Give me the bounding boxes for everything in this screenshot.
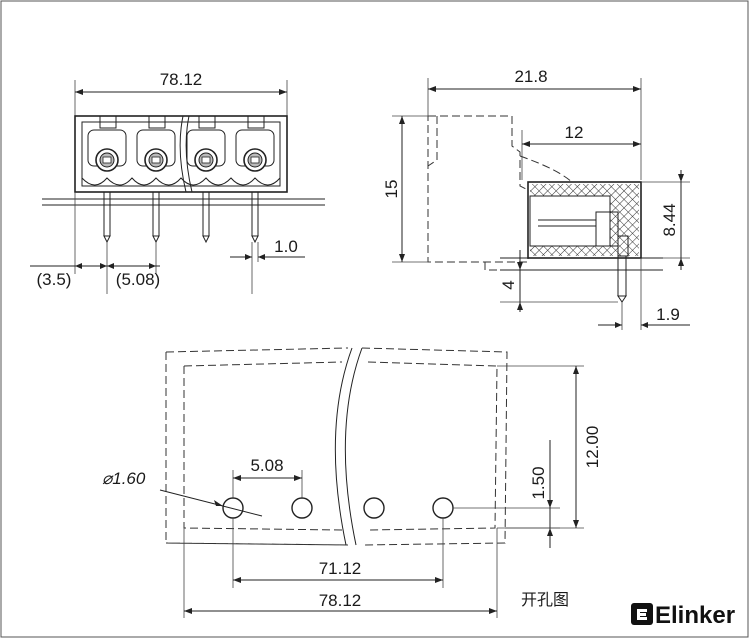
hole-3	[363, 497, 385, 519]
hole-edge-offset: 1.50	[529, 466, 548, 499]
hole-pattern-caption: 开孔图	[521, 590, 569, 609]
front-pin-pitch: (5.08)	[116, 270, 160, 289]
hole-span: 71.12	[319, 559, 362, 578]
side-depth: 21.8	[514, 67, 547, 86]
brand-name: Elinker	[655, 602, 735, 629]
brand-logo: Elinker	[631, 602, 735, 629]
front-view: 78.12	[30, 70, 325, 294]
front-pin-offset: (3.5)	[37, 270, 72, 289]
hole-1	[222, 497, 244, 519]
side-pin-offset: 1.9	[656, 305, 680, 324]
side-height: 15	[382, 180, 401, 199]
hole-pitch: 5.08	[250, 456, 283, 475]
front-overall-width: 78.12	[160, 70, 203, 89]
hole-pattern: ⌀1.60 5.08 1.50 12.00 71.12	[102, 347, 602, 618]
screw-3	[194, 148, 218, 172]
board-depth: 12.00	[583, 426, 602, 469]
screw-4	[243, 148, 267, 172]
side-view: 21.8 12	[382, 67, 690, 330]
side-opening-height: 8.44	[660, 203, 679, 236]
screw-1	[95, 148, 119, 172]
front-pin-width: 1.0	[274, 237, 298, 256]
hole-diameter: ⌀1.60	[102, 469, 146, 488]
screw-2	[144, 148, 168, 172]
side-inner-depth: 12	[565, 123, 584, 142]
hole-2	[291, 497, 313, 519]
housing-body	[74, 115, 288, 193]
side-pin-length: 4	[499, 280, 518, 289]
hole-4	[432, 497, 454, 519]
hole-overall-width: 78.12	[319, 591, 362, 610]
